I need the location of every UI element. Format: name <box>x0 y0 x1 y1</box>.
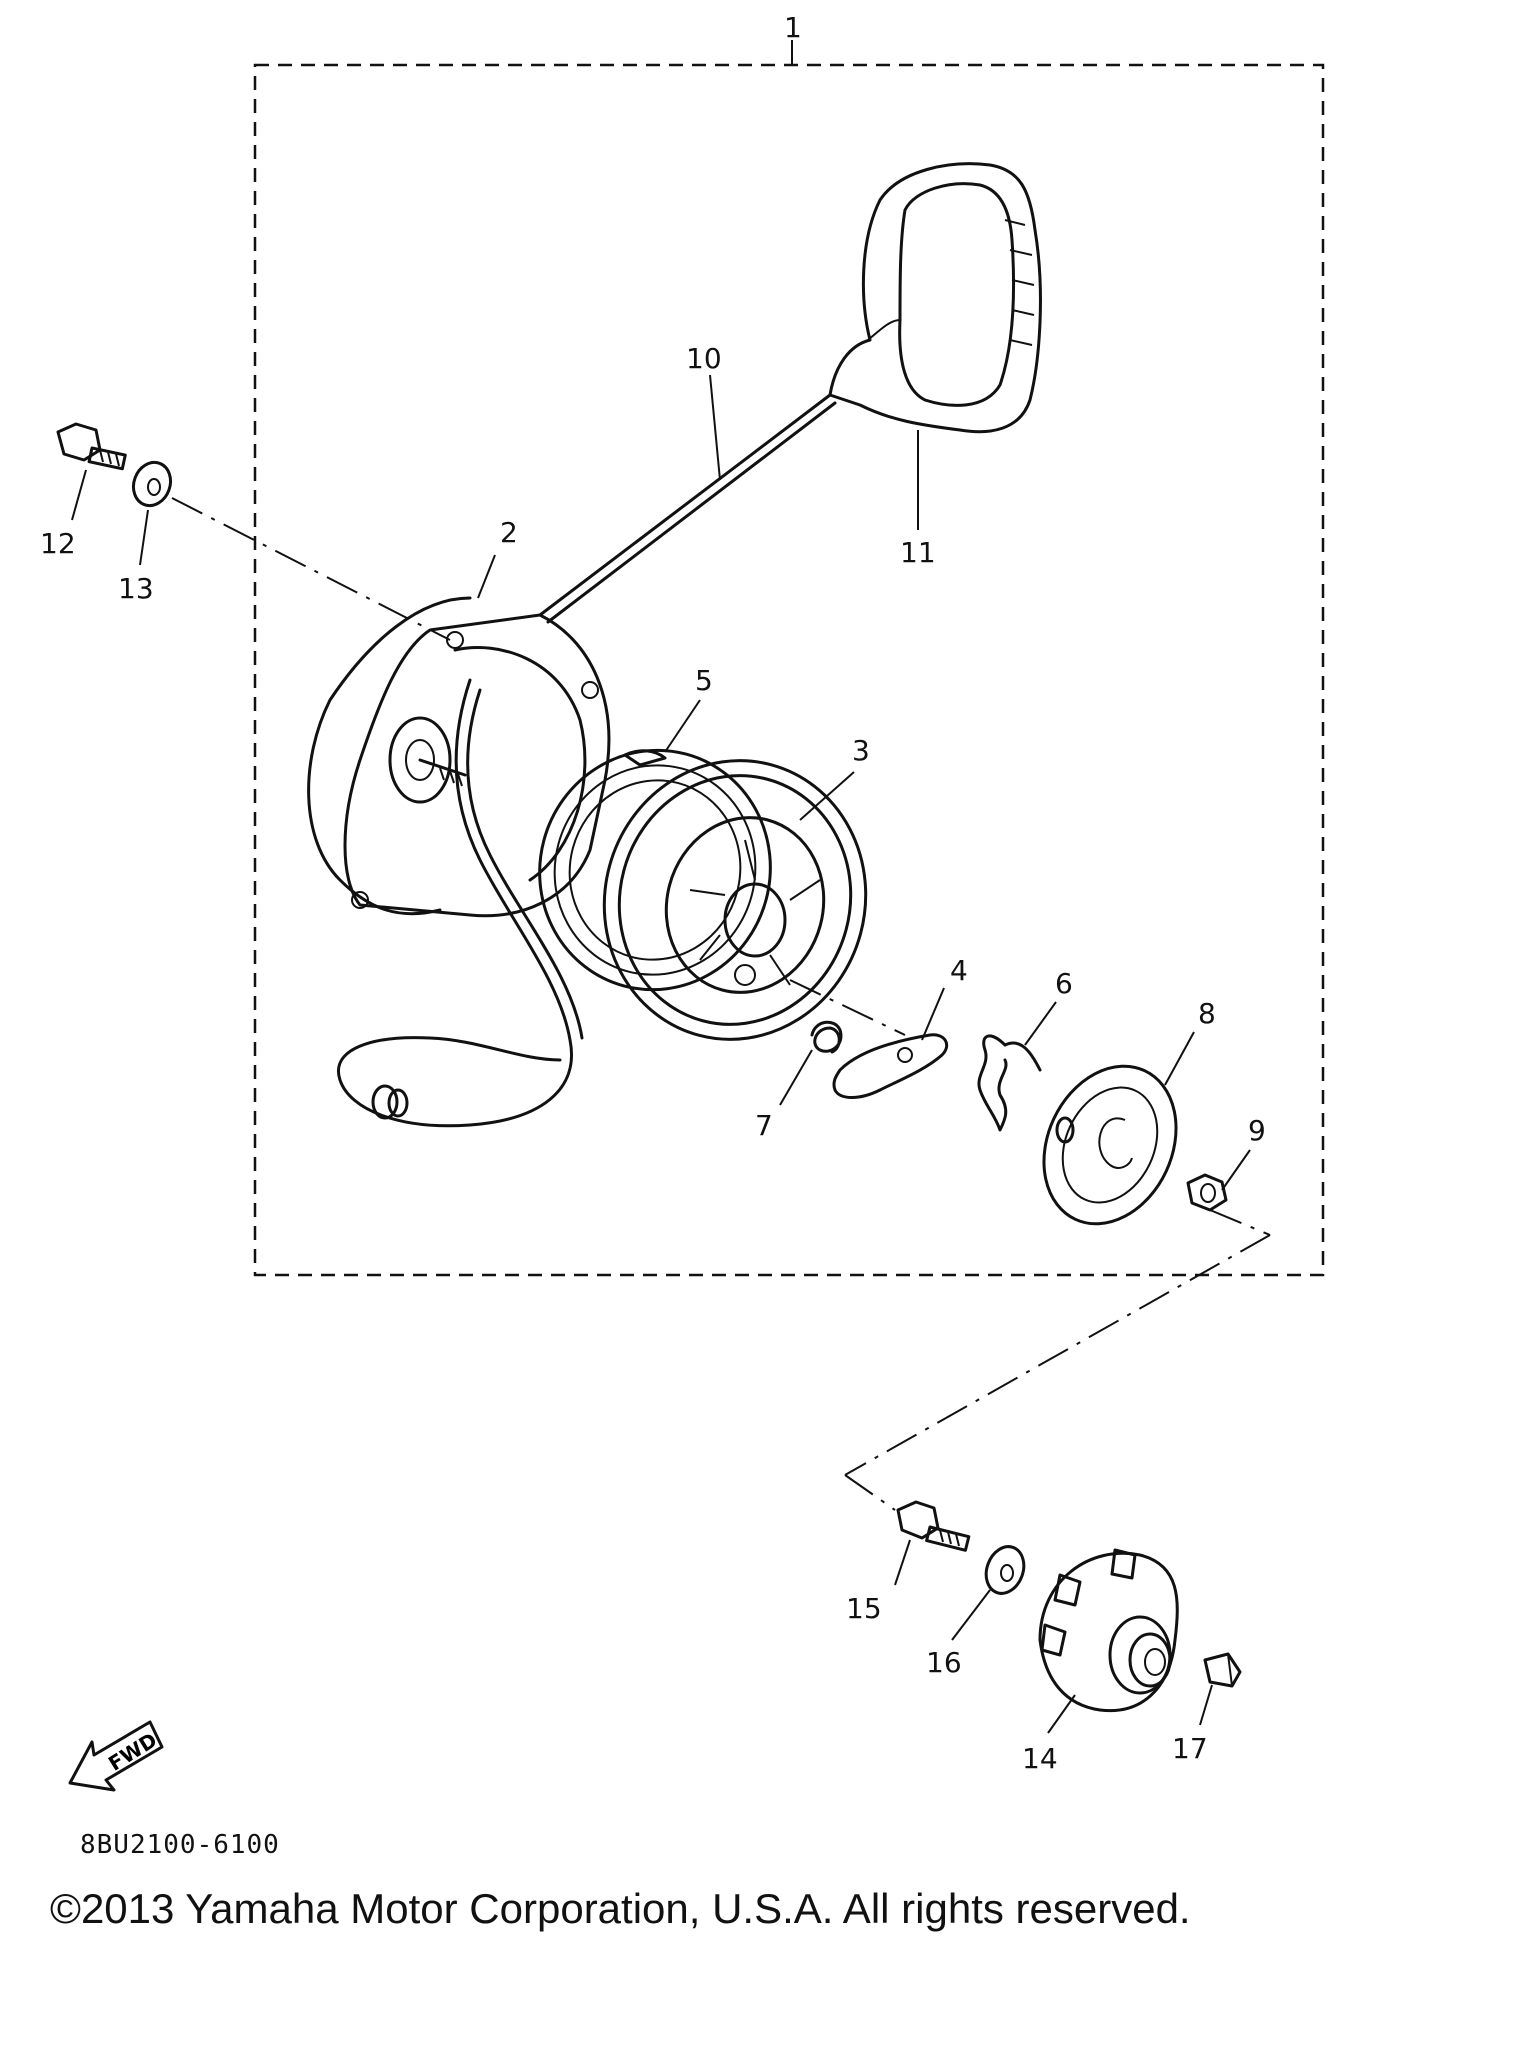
diagram-reference-code: 8BU2100-6100 <box>80 1830 280 1860</box>
callout-5: 5 <box>695 664 713 697</box>
callout-10: 10 <box>686 342 722 375</box>
callout-9: 9 <box>1248 1114 1266 1147</box>
callout-11: 11 <box>900 536 936 569</box>
callout-7: 7 <box>755 1109 773 1142</box>
callout-4: 4 <box>950 954 968 987</box>
starter-handle-11 <box>828 162 1042 434</box>
bolt-15 <box>896 1500 971 1552</box>
callout-leaders <box>71 374 1251 1734</box>
pawl-4 <box>832 1033 949 1099</box>
starter-pulley-14 <box>1038 1548 1179 1713</box>
starter-rope-10 <box>337 393 837 1128</box>
callout-15: 15 <box>846 1592 882 1625</box>
callout-13: 13 <box>118 572 154 605</box>
copyright-notice: ©2013 Yamaha Motor Corporation, U.S.A. A… <box>50 1885 1191 1932</box>
callout-12: 12 <box>40 527 76 560</box>
fwd-arrow-icon: FWD <box>68 1720 164 1792</box>
callout-3: 3 <box>852 734 870 767</box>
spring-7 <box>810 1020 843 1054</box>
callout-8: 8 <box>1198 997 1216 1030</box>
fwd-label: FWD <box>104 1728 161 1776</box>
callout-numbers: 1 2 3 4 5 6 7 8 9 10 11 12 13 14 15 16 1… <box>40 11 1266 1775</box>
callout-2: 2 <box>500 516 518 549</box>
callout-6: 6 <box>1055 967 1073 1000</box>
starter-case-2 <box>307 596 611 918</box>
assembly-boundary <box>253 40 1325 1277</box>
washer-13 <box>131 460 173 508</box>
woodruff-key-17 <box>1203 1652 1242 1688</box>
callout-1: 1 <box>784 11 802 44</box>
washer-16 <box>984 1545 1026 1595</box>
callout-16: 16 <box>926 1646 962 1679</box>
reel-pulley-3 <box>602 759 868 1041</box>
spring-clip-6 <box>977 1034 1042 1132</box>
bolt-12 <box>56 422 127 471</box>
drive-plate-8 <box>1042 1064 1178 1226</box>
assembly-axis-lines <box>171 497 1271 1511</box>
callout-17: 17 <box>1172 1732 1208 1765</box>
callout-14: 14 <box>1022 1742 1058 1775</box>
nut-9 <box>1186 1173 1228 1212</box>
